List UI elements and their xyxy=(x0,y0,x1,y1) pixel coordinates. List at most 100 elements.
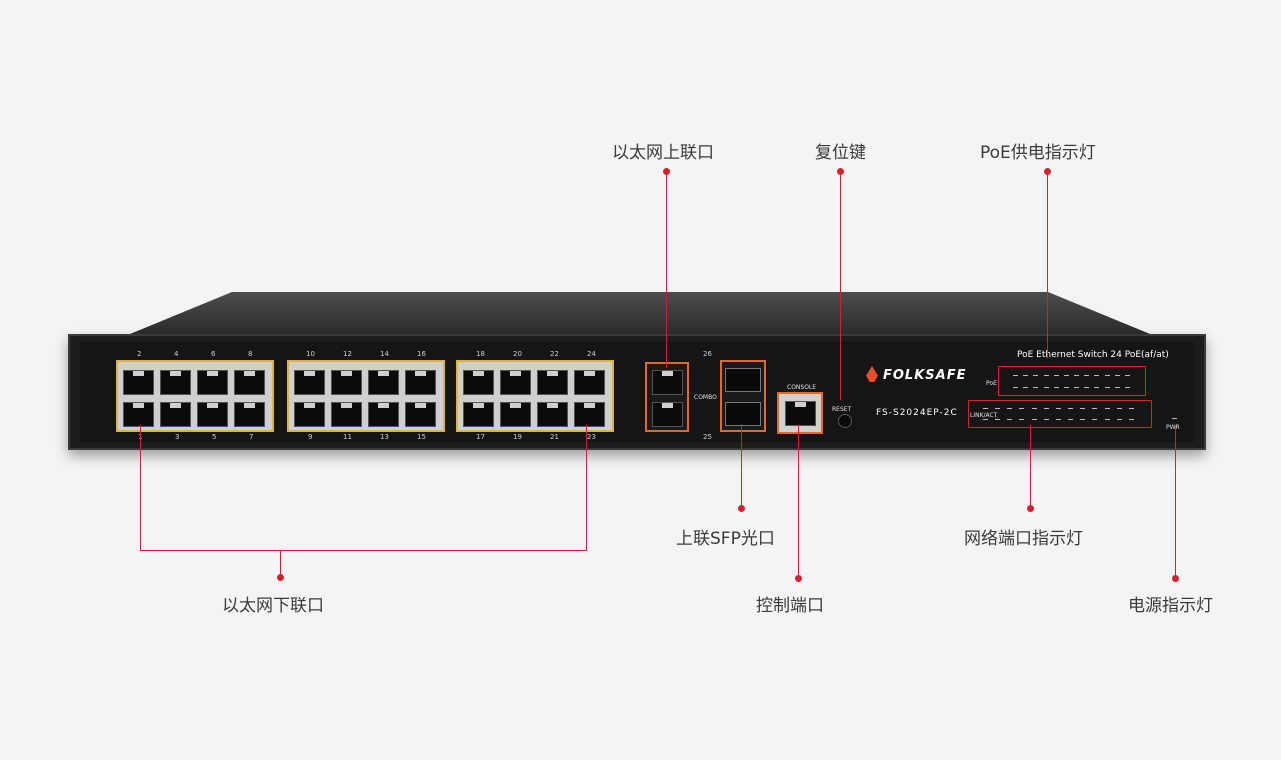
port-led xyxy=(1116,419,1122,420)
console-label: CONSOLE xyxy=(787,384,817,391)
port-led xyxy=(1094,375,1100,376)
port-number: 9 xyxy=(308,433,313,441)
port-led xyxy=(1055,419,1061,420)
callout-poe-led: PoE供电指示灯 xyxy=(980,143,1096,163)
port-led xyxy=(995,408,1001,409)
port-led xyxy=(1031,419,1037,420)
callout-downlink-ethernet: 以太网下联口 xyxy=(222,596,324,616)
port-number: 8 xyxy=(248,350,253,358)
poe-led-panel xyxy=(998,366,1146,396)
rj45-port xyxy=(463,402,494,427)
rj45-port xyxy=(500,402,531,427)
port-number: 3 xyxy=(175,433,180,441)
reset-key-leader xyxy=(840,172,841,400)
switch-top-cover xyxy=(130,292,1150,334)
downlink-marker xyxy=(277,574,284,581)
port-led xyxy=(1013,375,1018,376)
rj45-port xyxy=(197,370,228,395)
rj45-port xyxy=(331,402,362,427)
rj45-port xyxy=(123,402,154,427)
brand-name: FOLKSAFE xyxy=(883,368,967,383)
port-led xyxy=(1104,408,1110,409)
rj45-port xyxy=(405,370,436,395)
port-led xyxy=(1128,408,1134,409)
port-led xyxy=(983,419,988,420)
model-number: FS-S2024EP-2C xyxy=(876,408,958,418)
port-number: 4 xyxy=(174,350,179,358)
console-marker xyxy=(795,575,802,582)
sfp-ports xyxy=(720,360,766,432)
poe-led-leader xyxy=(1047,172,1048,358)
port-number: 15 xyxy=(417,433,426,441)
port-led xyxy=(1013,387,1018,388)
combo-rj45-ports xyxy=(645,362,689,432)
port-led xyxy=(1084,375,1090,376)
brand-logo-icon xyxy=(866,366,878,382)
rj45-port xyxy=(537,402,568,427)
rj45-port xyxy=(294,402,325,427)
downlink-right-leader xyxy=(586,425,587,550)
port-led xyxy=(1023,375,1029,376)
port-led xyxy=(1104,387,1110,388)
port-group-17-24 xyxy=(456,360,614,432)
port-led xyxy=(1080,419,1086,420)
port-led xyxy=(1019,419,1025,420)
port-led xyxy=(1043,387,1049,388)
combo-port-number: 25 xyxy=(703,433,712,441)
port-led xyxy=(1055,408,1061,409)
rj45-port xyxy=(123,370,154,395)
poe-led-marker xyxy=(1044,168,1051,175)
port-led xyxy=(1007,419,1013,420)
port-number: 2 xyxy=(137,350,142,358)
rj45-port xyxy=(537,370,568,395)
product-series: PoE Ethernet Switch 24 PoE(af/at) xyxy=(1017,350,1169,360)
port-led xyxy=(1092,419,1098,420)
combo-port-number: 26 xyxy=(703,350,712,358)
downlink-center-leader xyxy=(280,550,281,576)
uplink-sfp-leader xyxy=(741,425,742,508)
front-panel-face: 2 4 6 8 10 12 14 16 18 20 22 24 1 3 5 7 … xyxy=(80,342,1194,442)
port-number: 22 xyxy=(550,350,559,358)
uplink-ethernet-marker xyxy=(663,168,670,175)
port-group-9-16 xyxy=(287,360,445,432)
port-led xyxy=(1114,375,1120,376)
downlink-left-leader xyxy=(140,425,141,550)
port-led xyxy=(1019,408,1025,409)
port-number: 20 xyxy=(513,350,522,358)
port-led xyxy=(1033,387,1039,388)
port-led xyxy=(1074,375,1079,376)
reset-label: RESET xyxy=(832,406,852,413)
port-number: 17 xyxy=(476,433,485,441)
port-led xyxy=(1116,408,1122,409)
downlink-bracket xyxy=(140,550,587,551)
console-port xyxy=(777,392,823,434)
power-led-marker xyxy=(1172,575,1179,582)
rj45-port xyxy=(368,370,399,395)
port-led xyxy=(1043,408,1049,409)
port-led xyxy=(1124,375,1130,376)
uplink-sfp-marker xyxy=(738,505,745,512)
rj45-port xyxy=(160,402,191,427)
rj45-port xyxy=(463,370,494,395)
port-led xyxy=(1053,387,1059,388)
port-led xyxy=(1033,375,1039,376)
callout-uplink-sfp: 上联SFP光口 xyxy=(676,529,775,549)
port-number: 18 xyxy=(476,350,485,358)
network-led-marker xyxy=(1027,505,1034,512)
port-number: 5 xyxy=(212,433,217,441)
power-led-label: PWR xyxy=(1166,424,1180,431)
callout-console-port: 控制端口 xyxy=(756,596,824,616)
rj45-port xyxy=(574,402,605,427)
rj45-port xyxy=(368,402,399,427)
port-led xyxy=(1104,375,1110,376)
rj45-port xyxy=(652,370,683,395)
rj45-port xyxy=(652,402,683,427)
port-led xyxy=(1114,387,1120,388)
callout-uplink-ethernet: 以太网上联口 xyxy=(612,143,714,163)
port-led xyxy=(983,408,988,409)
port-number: 13 xyxy=(380,433,389,441)
port-number: 21 xyxy=(550,433,559,441)
poe-led-label: PoE xyxy=(986,380,997,387)
port-number: 23 xyxy=(587,433,596,441)
